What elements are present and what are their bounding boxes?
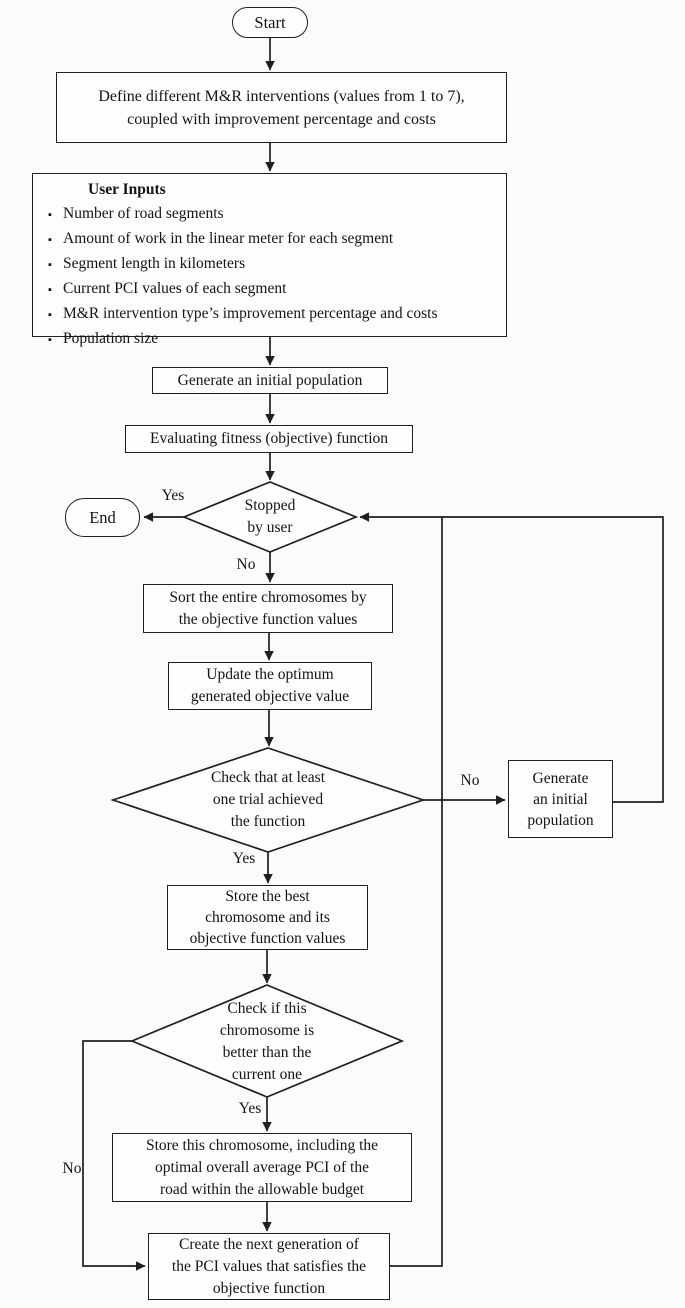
- text-line: Generate: [532, 769, 589, 787]
- end-terminator: End: [65, 498, 140, 537]
- user-input-text: Segment length in kilometers: [63, 255, 246, 272]
- connector-generate-right-feedback: [359, 512, 664, 803]
- user-input-text: Amount of work in the linear meter for e…: [63, 230, 394, 247]
- text-line: Update the optimum: [206, 666, 334, 683]
- text-line: chromosome and its: [205, 909, 330, 926]
- text-line: the PCI values that satisfies the: [171, 1257, 367, 1275]
- check-trial-diamond-shape: [110, 747, 426, 853]
- text-line: objective function: [212, 1279, 326, 1297]
- text-line: generated objective value: [190, 688, 350, 705]
- bullet-icon: ▪: [48, 234, 52, 246]
- text-line: the objective function values: [178, 610, 358, 628]
- text-line: Sort the entire chromosomes by: [169, 588, 367, 606]
- text-line: coupled with improvement percentage and …: [127, 110, 436, 128]
- text-line: Check that at least: [210, 769, 326, 786]
- text-line: an initial: [533, 790, 588, 808]
- text-line: Store the best: [225, 888, 310, 905]
- user-inputs-title: User Inputs: [88, 181, 166, 198]
- create-next-generation-box: Create the next generation of the PCI va…: [148, 1233, 390, 1300]
- user-input-item: ▪ M&R intervention type’s improvement pe…: [46, 302, 496, 327]
- text-line: current one: [231, 1066, 303, 1083]
- define-interventions-box: Define different M&R interventions (valu…: [56, 72, 507, 143]
- text-line: optimal overall average PCI of the: [155, 1158, 369, 1176]
- text-line: Evaluating fitness (objective) function: [149, 430, 389, 447]
- user-input-text: Population size: [63, 330, 159, 347]
- user-input-item: ▪ Number of road segments: [46, 202, 496, 227]
- text-line: by user: [247, 519, 293, 536]
- user-input-text: Number of road segments: [63, 205, 224, 222]
- text-line: Define different M&R interventions (valu…: [98, 87, 465, 105]
- label-stopped-no: No: [236, 556, 256, 573]
- user-input-item: ▪ Population size: [46, 327, 496, 352]
- bullet-icon: ▪: [48, 309, 52, 321]
- text-line: Check if this: [227, 1000, 307, 1017]
- evaluating-fitness-box: Evaluating fitness (objective) function: [125, 425, 413, 453]
- text-line: population: [527, 811, 594, 829]
- bullet-icon: ▪: [48, 209, 52, 221]
- user-input-item: ▪ Current PCI values of each segment: [46, 277, 496, 302]
- store-this-chromosome-box: Store this chromosome, including the opt…: [112, 1133, 412, 1202]
- sort-chromosomes-box: Sort the entire chromosomes by the objec…: [143, 584, 393, 633]
- start-terminator: Start: [232, 7, 308, 38]
- connector-createnext-feedback: [390, 517, 443, 1267]
- end-label: End: [89, 507, 116, 527]
- label-stopped-yes: Yes: [161, 487, 185, 504]
- text-line: Generate an initial population: [177, 372, 363, 389]
- bullet-icon: ▪: [48, 259, 52, 271]
- bullet-icon: ▪: [48, 334, 52, 346]
- generate-initial-population-right-box: Generate an initial population: [508, 760, 613, 838]
- text-line: chromosome is: [219, 1022, 315, 1039]
- store-best-chromosome-box: Store the best chromosome and its object…: [167, 885, 368, 950]
- text-line: Create the next generation of: [179, 1235, 359, 1253]
- update-optimum-box: Update the optimum generated objective v…: [168, 662, 372, 710]
- user-input-text: M&R intervention type’s improvement perc…: [63, 305, 438, 322]
- start-label: Start: [254, 12, 286, 32]
- user-input-item: ▪ Amount of work in the linear meter for…: [46, 227, 496, 252]
- check-better-diamond-shape: [129, 984, 405, 1098]
- label-better-no: No: [62, 1160, 82, 1177]
- check-better-decision: Check if this chromosome is better than …: [172, 997, 362, 1087]
- text-line: Store this chromosome, including the: [145, 1136, 379, 1154]
- stopped-by-user-diamond-shape: [181, 481, 359, 553]
- text-line: one trial achieved: [212, 791, 324, 808]
- label-better-yes: Yes: [238, 1100, 262, 1117]
- user-input-text: Current PCI values of each segment: [63, 280, 287, 297]
- label-trial-no: No: [460, 772, 480, 789]
- text-line: objective function values: [189, 930, 346, 947]
- text-line: better than the: [222, 1044, 312, 1061]
- generate-initial-population-box: Generate an initial population: [152, 367, 388, 394]
- stopped-by-user-decision: Stopped by user: [200, 494, 340, 540]
- check-trial-decision: Check that at least one trial achieved t…: [158, 766, 378, 834]
- label-trial-yes: Yes: [232, 850, 256, 867]
- user-inputs-box: User Inputs ▪ Number of road segments ▪ …: [32, 173, 507, 347]
- user-input-item: ▪ Segment length in kilometers: [46, 252, 496, 277]
- text-line: road within the allowable budget: [159, 1180, 365, 1198]
- bullet-icon: ▪: [48, 284, 52, 296]
- text-line: the function: [230, 813, 306, 830]
- connector-checkbetter-no-loop: [82, 1040, 146, 1271]
- text-line: Stopped: [244, 497, 296, 514]
